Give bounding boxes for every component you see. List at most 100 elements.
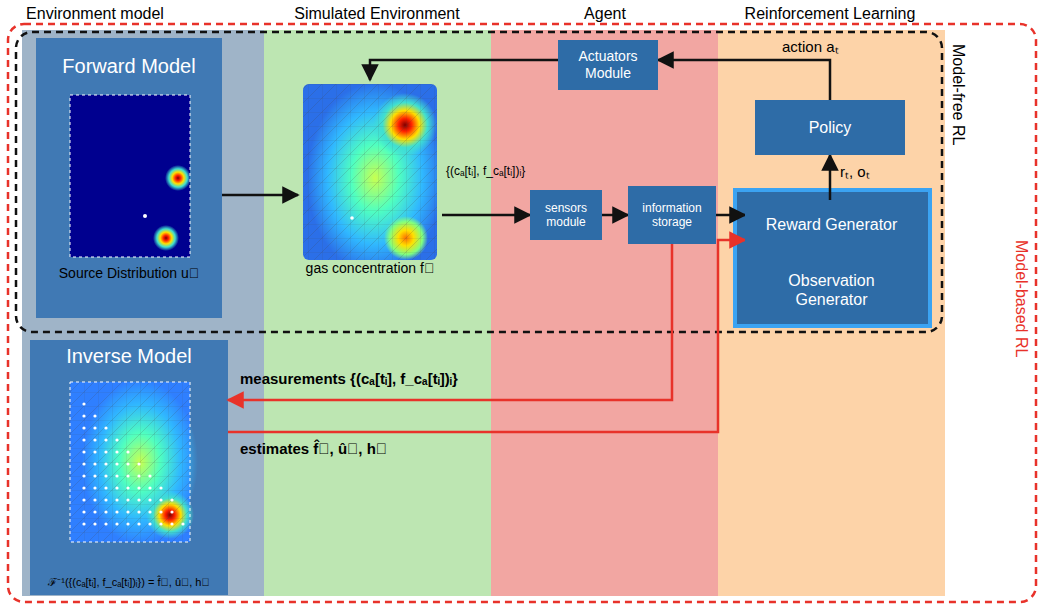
decor-shape	[148, 522, 151, 525]
map-node: gas concentration f⃗	[298, 80, 442, 285]
node-caption: Source Distribution u⃗	[59, 265, 199, 282]
decor-shape	[126, 498, 129, 501]
column-header: Simulated Environment	[294, 4, 459, 23]
decor-shape	[93, 426, 96, 429]
decor-shape	[115, 462, 118, 465]
decor-shape	[93, 450, 96, 453]
decor-shape	[148, 474, 151, 477]
decor-shape	[82, 438, 85, 441]
node-title: gas concentration f⃗	[306, 260, 435, 277]
model-based-outline	[8, 24, 1036, 602]
decor-shape	[104, 522, 107, 525]
edge-label: measurements {(cₐ[tᵢ], f_cₐ[tᵢ])ᵢ}	[240, 370, 458, 388]
decor-shape	[93, 474, 96, 477]
decor-shape	[93, 462, 96, 465]
decor-shape	[22, 30, 264, 596]
region-label: Model-free RL	[949, 44, 968, 145]
model-panel: Inverse Modelℱ⁻¹({(cₐ[tᵢ], f_cₐ[tᵢ])ᵢ}) …	[30, 340, 228, 595]
node-title: information storage	[634, 201, 710, 230]
decor-shape	[491, 30, 718, 596]
decor-shape	[104, 498, 107, 501]
connector-arrow	[442, 214, 530, 217]
decor-shape	[93, 438, 96, 441]
decor-shape	[718, 30, 945, 596]
decor-shape	[82, 522, 85, 525]
decor-shape	[137, 510, 140, 513]
decor-shape	[126, 474, 129, 477]
decor-shape	[93, 498, 96, 501]
process-box: sensors module	[530, 190, 602, 240]
decor-shape	[115, 498, 118, 501]
decor-shape	[93, 414, 96, 417]
decor-shape	[115, 510, 118, 513]
decor-shape	[82, 402, 85, 405]
decor-shape	[104, 426, 107, 429]
decor-shape	[137, 474, 140, 477]
decor-shape	[148, 486, 151, 489]
decor-shape	[137, 498, 140, 501]
model-panel: Forward ModelSource Distribution u⃗	[36, 38, 222, 318]
decor-shape	[126, 450, 129, 453]
decor-shape	[126, 486, 129, 489]
decor-shape	[165, 165, 191, 191]
decor-shape	[159, 510, 162, 513]
process-box: information storage	[628, 186, 716, 244]
decor-shape	[170, 498, 173, 501]
sample-points	[82, 402, 184, 525]
decor-shape	[104, 486, 107, 489]
decor-shape	[126, 522, 129, 525]
decor-shape	[126, 462, 129, 465]
node-title: Actuators Module	[564, 48, 652, 82]
decor-shape	[159, 522, 162, 525]
decor-shape	[181, 522, 184, 525]
decor-shape	[159, 486, 162, 489]
decor-shape	[115, 486, 118, 489]
decor-shape	[115, 438, 118, 441]
decor-shape	[170, 522, 173, 525]
forward-panel	[36, 38, 222, 318]
decor-shape	[350, 216, 354, 220]
decor-shape	[303, 84, 437, 260]
connector-arrow	[716, 214, 745, 217]
decor-shape	[70, 382, 190, 542]
decor-shape	[82, 486, 85, 489]
decor-shape	[70, 95, 190, 257]
decor-shape	[170, 510, 173, 513]
column-bands	[22, 30, 945, 596]
connector-arrow	[370, 60, 558, 80]
decor-shape	[70, 382, 190, 542]
connector-arrow	[829, 155, 832, 200]
connector-arrow	[222, 194, 298, 197]
measurement-set: {(cₐ[tᵢ], f_cₐ[tᵢ])ᵢ}	[446, 164, 525, 178]
source-map	[70, 95, 191, 257]
estimate-map	[70, 380, 198, 544]
decor-shape	[70, 95, 190, 257]
process-box: Observation Generator	[745, 265, 918, 315]
connector-arrow	[228, 240, 745, 432]
decor-shape	[70, 382, 190, 542]
edge-label: rₜ, oₜ	[840, 163, 870, 181]
process-box: Actuators Module	[558, 40, 658, 90]
decor-shape	[303, 84, 437, 260]
decor-shape	[153, 225, 179, 251]
decor-shape	[82, 510, 85, 513]
decor-shape	[82, 462, 85, 465]
node-title: Policy	[809, 118, 852, 137]
decor-shape	[148, 498, 151, 501]
inverse-panel	[30, 340, 228, 595]
connector-arrow	[228, 244, 672, 400]
decor-shape	[104, 438, 107, 441]
decor-shape	[82, 498, 85, 501]
decor-shape	[115, 522, 118, 525]
decor-shape	[115, 474, 118, 477]
concentration-map	[303, 84, 437, 260]
column-header: Environment model	[26, 4, 164, 23]
region-label: Model-based RL	[1012, 240, 1031, 357]
decor-shape	[104, 510, 107, 513]
decor-shape	[93, 522, 96, 525]
decor-shape	[93, 486, 96, 489]
generator-group	[735, 190, 930, 326]
edge-label: action aₜ	[782, 38, 839, 56]
decor-shape	[264, 30, 491, 596]
